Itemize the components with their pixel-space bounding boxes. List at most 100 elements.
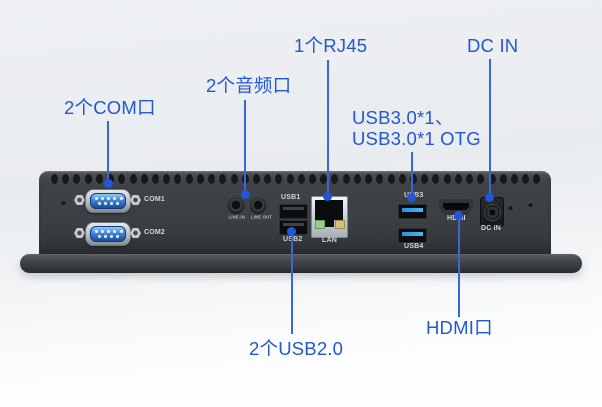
usb1-label: USB1 [281, 194, 301, 201]
com1-label: COM1 [144, 196, 166, 203]
db9-pin-icon [110, 235, 114, 238]
dc-in-silk-label: DC IN [481, 225, 502, 232]
leader-dot-audio [241, 190, 250, 199]
lan-label: LAN [322, 237, 337, 244]
vent-strip [51, 174, 541, 186]
hex-nut-icon [74, 228, 85, 238]
annotation-usb3: USB3.0*1、 USB3.0*1 OTG [352, 107, 481, 149]
db9-pin-icon [97, 235, 101, 238]
front-bezel-flange [20, 254, 582, 273]
db9-pin-icon [103, 202, 107, 205]
db9-pin-icon [107, 229, 111, 233]
vent-hole-icon [432, 174, 440, 184]
line-out-jack [250, 197, 266, 213]
usb4-port [398, 228, 427, 243]
usb3-tongue-icon [402, 208, 423, 212]
leader-dot-hdmi [454, 211, 463, 220]
com2-label: COM2 [144, 229, 166, 236]
leader-line-com [107, 121, 109, 181]
leader-line-usb3 [411, 152, 413, 197]
vent-hole-icon [129, 174, 137, 184]
leader-line-audio [244, 100, 246, 192]
leader-dot-usb3 [407, 193, 416, 202]
vent-hole-icon [252, 174, 260, 184]
vent-hole-icon [522, 174, 530, 184]
vent-hole-icon [454, 174, 462, 184]
dc-in-jack [480, 197, 504, 227]
vent-hole-icon [365, 174, 373, 184]
db9-connector-icon [90, 226, 126, 242]
vent-hole-icon [196, 174, 204, 184]
usb1-port [279, 204, 308, 219]
hex-nut-icon [74, 195, 85, 205]
vent-hole-icon [510, 174, 518, 184]
vent-hole-icon [185, 174, 193, 184]
vent-hole-icon [398, 174, 406, 184]
leader-line-rj45 [327, 60, 329, 195]
line-in-label: LINE-IN [228, 215, 246, 221]
vent-hole-icon [410, 174, 417, 184]
hex-nut-icon [130, 228, 141, 238]
vent-hole-icon [309, 174, 317, 184]
line-in-jack [228, 197, 244, 213]
vent-hole-icon [331, 174, 339, 184]
vent-hole-icon [353, 174, 361, 184]
annotation-audio: 2个音频口 [206, 75, 292, 96]
vent-hole-icon [342, 174, 350, 184]
vent-hole-icon [174, 174, 182, 184]
usb4-label: USB4 [404, 243, 424, 250]
db9-pin-icon [94, 229, 98, 233]
vent-hole-icon [208, 174, 216, 184]
vent-hole-icon [264, 174, 272, 184]
screw-hole-icon [508, 205, 513, 210]
vent-hole-icon [488, 174, 496, 184]
usb3-tongue-icon [402, 232, 423, 236]
vent-hole-icon [376, 174, 384, 184]
db9-pin-icon [119, 229, 123, 233]
vent-hole-icon [163, 174, 171, 184]
com2-port [85, 222, 131, 246]
hdmi-port [439, 199, 473, 215]
vent-hole-icon [387, 174, 395, 184]
vent-hole-icon [95, 174, 103, 184]
annotation-usb3-line2: USB3.0*1 OTG [352, 128, 481, 149]
lan-port [311, 196, 348, 238]
annotation-rj45: 1个RJ45 [294, 35, 368, 56]
hdmi-slot-icon [443, 203, 469, 210]
db9-pin-icon [100, 196, 104, 200]
vent-hole-icon [421, 174, 429, 184]
vent-hole-icon [230, 174, 238, 184]
usb3-port [398, 204, 427, 219]
lan-led-green [315, 220, 325, 229]
vent-hole-icon [320, 174, 328, 184]
vent-hole-icon [533, 174, 541, 184]
vent-hole-icon [84, 174, 92, 184]
vent-hole-icon [140, 174, 148, 184]
annotation-usb3-line1: USB3.0*1、 [352, 107, 454, 128]
vent-hole-icon [443, 174, 451, 184]
db9-pin-icon [110, 202, 114, 205]
db9-pin-icon [97, 202, 101, 205]
vent-hole-icon [62, 174, 70, 184]
db9-pin-icon [119, 196, 123, 200]
leader-line-dc-in [489, 59, 491, 196]
vent-hole-icon [151, 174, 159, 184]
vent-hole-icon [275, 174, 283, 184]
leader-dot-usb2 [287, 227, 296, 236]
leader-dot-rj45 [323, 192, 332, 201]
db9-pin-icon [113, 196, 117, 200]
leader-dot-com [104, 179, 113, 188]
vent-hole-icon [118, 174, 126, 184]
annotation-usb2: 2个USB2.0 [249, 338, 344, 359]
db9-pin-icon [107, 196, 111, 200]
barrel-jack-icon [484, 204, 501, 221]
db9-pin-icon [100, 229, 104, 233]
db9-pin-icon [94, 196, 98, 200]
db9-pin-icon [116, 202, 120, 205]
vent-hole-icon [73, 174, 81, 184]
line-out-label: LINE OUT [250, 215, 273, 221]
vent-hole-icon [286, 174, 294, 184]
vent-hole-icon [477, 174, 485, 184]
db9-pin-icon [103, 235, 107, 238]
